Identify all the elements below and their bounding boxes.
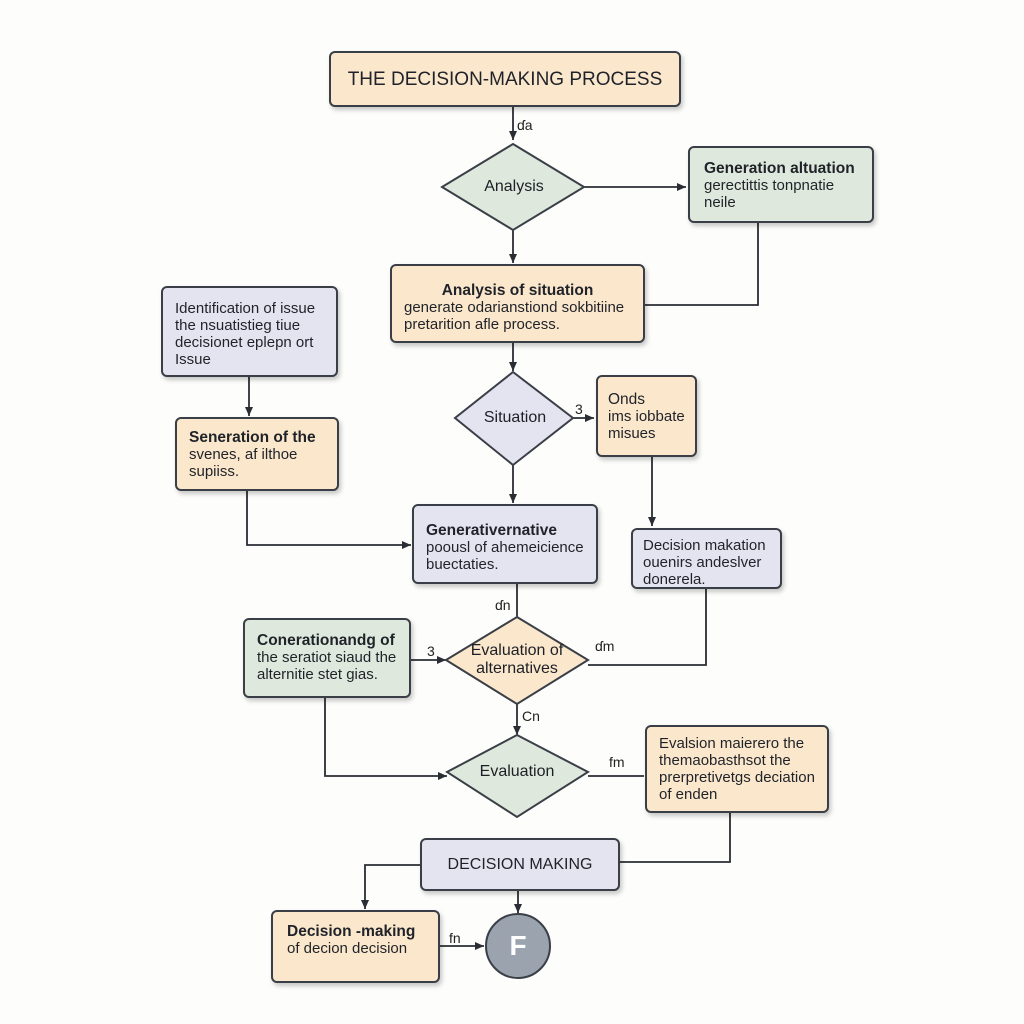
end-terminal: [485, 913, 551, 979]
identification-box: Identification of issue the nsuatistieg …: [161, 286, 338, 377]
connector-evalsion-to-decision-making: [620, 812, 731, 863]
connector-decision-makation-to-evaluation-alt: [588, 588, 707, 666]
edge-label-7: fm: [609, 754, 625, 770]
decision-making-box: DECISION MAKING: [420, 838, 620, 891]
situation-diamond: [453, 370, 575, 467]
edge-label-2: 3: [575, 401, 583, 417]
evaluation-alt-diamond: [444, 615, 590, 706]
evalsion-box: Evalsion maierero the themaobasthsot the…: [645, 725, 829, 813]
edge-label-4: 3: [427, 643, 435, 659]
seneration-box: Seneration of the svenes, af ilthoe supi…: [175, 417, 339, 491]
edge-label-8: fn: [449, 930, 461, 946]
edge-label-5: ɗm: [595, 638, 615, 654]
decision-dash-making-box: Decision -making of decion decision: [271, 910, 440, 983]
title-box: THE DECISION-MAKING PROCESS: [329, 51, 681, 107]
evaluation-diamond: [445, 733, 591, 819]
analysis-diamond: [440, 142, 586, 232]
analysis-label: Analysis: [484, 178, 544, 195]
connector-decision-making-to-decision-dash: [361, 864, 420, 909]
coneration-box: Conerationandg of the seratiot siaud the…: [243, 618, 411, 698]
connector-seneration-to-generative: [246, 490, 411, 549]
evaluation-label: Evaluation: [479, 763, 555, 780]
connector-generation-to-situation-box: [645, 222, 759, 306]
decision-making-label: DECISION MAKING: [447, 856, 593, 873]
generation-situation-box: Generation altuation gerectittis tonpnat…: [688, 146, 874, 223]
page-title: THE DECISION-MAKING PROCESS: [347, 68, 663, 90]
connector-coneration-to-evaluation: [324, 697, 447, 780]
edge-label-1: ɗa: [517, 117, 533, 133]
analysis-of-situation-box: Analysis of situation generate odarianst…: [390, 264, 645, 343]
evaluation-alt-label: Evaluation of alternatives: [470, 642, 564, 677]
decision-makation-box: Decision makation ouenirs andeslver done…: [631, 528, 782, 589]
onds-box: Onds ims iobbate misues: [596, 375, 697, 457]
generative-alternatives-box: Generativernative poousl of ahemeicience…: [412, 504, 598, 584]
terminal-label: F: [509, 930, 527, 961]
edge-label-3: ɗn: [495, 597, 511, 613]
situation-label: Situation: [483, 409, 547, 426]
edge-label-6: Ϲn: [522, 708, 540, 724]
